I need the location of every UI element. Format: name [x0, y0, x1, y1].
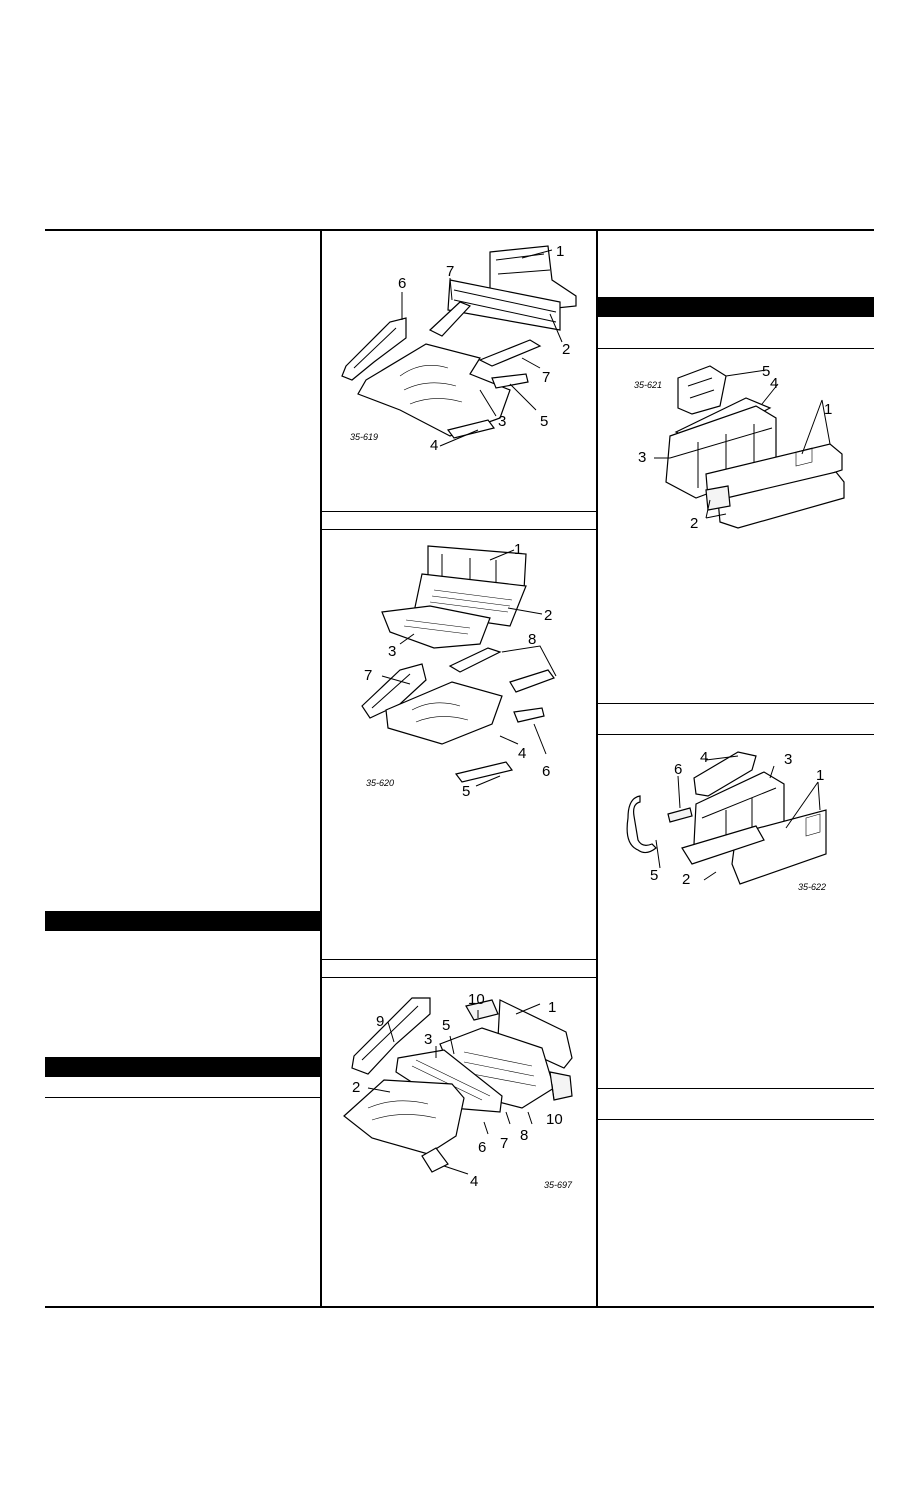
right-rule-3b — [598, 1119, 874, 1120]
part-2 — [344, 1080, 464, 1154]
callout-1: 1 — [548, 999, 556, 1016]
part-5 — [678, 366, 726, 414]
figure-35-622: 1 2 3 4 5 6 35-622 — [606, 744, 861, 914]
callout-8: 8 — [528, 631, 536, 648]
callout-1: 1 — [556, 243, 564, 260]
callout-5: 5 — [650, 867, 658, 884]
part-10-top — [466, 1000, 498, 1020]
middle-rule-2a — [321, 959, 596, 960]
figure-number: 35-619 — [350, 432, 378, 442]
callout-4: 4 — [518, 745, 526, 762]
callout-6: 6 — [398, 275, 406, 292]
callout-7a: 7 — [446, 263, 454, 280]
part-4 — [694, 752, 756, 796]
part-2 — [706, 486, 730, 510]
part-2 — [682, 826, 764, 864]
callout-6: 6 — [542, 763, 550, 780]
callout-10b: 10 — [546, 1111, 563, 1128]
right-rule-2b — [598, 734, 874, 735]
top-rule — [45, 229, 874, 231]
callout-4: 4 — [430, 437, 438, 454]
part-5 — [456, 762, 512, 782]
figure-number: 35-620 — [366, 778, 394, 788]
callout-2: 2 — [544, 607, 552, 624]
callout-10a: 10 — [468, 991, 485, 1008]
figure-number: 35-697 — [544, 1180, 573, 1190]
middle-rule-1b — [321, 529, 596, 530]
callout-2: 2 — [682, 871, 690, 888]
part-4 — [386, 682, 502, 744]
figure-35-621: 1 2 3 4 5 35-621 — [606, 358, 861, 538]
column-divider-left — [320, 229, 322, 1307]
middle-rule-2b — [321, 977, 596, 978]
figure-number: 35-621 — [634, 380, 662, 390]
callout-2: 2 — [562, 341, 570, 358]
callout-9: 9 — [376, 1013, 384, 1030]
callout-5: 5 — [540, 413, 548, 430]
part-7-right — [480, 340, 540, 366]
part-8-left — [450, 648, 500, 672]
callout-3: 3 — [424, 1031, 432, 1048]
part-6 — [668, 808, 692, 822]
callout-4: 4 — [470, 1173, 478, 1190]
callout-3: 3 — [498, 413, 506, 430]
part-7 — [362, 664, 426, 718]
bottom-rule — [45, 1306, 874, 1308]
figure-number: 35-622 — [798, 882, 826, 892]
part-4 — [422, 1148, 448, 1172]
callout-5: 5 — [442, 1017, 450, 1034]
figure-35-620: 1 2 3 4 5 6 7 8 35-620 — [330, 540, 585, 810]
part-6 — [514, 708, 544, 722]
callout-1: 1 — [514, 541, 522, 558]
column-divider-right — [596, 229, 598, 1307]
left-heading-bar-2 — [45, 1057, 320, 1077]
right-rule-3a — [598, 1088, 874, 1089]
middle-rule-1a — [321, 511, 596, 512]
callout-2: 2 — [352, 1079, 360, 1096]
right-heading-bar — [598, 297, 874, 317]
part-3 — [358, 344, 510, 436]
right-rule-2a — [598, 703, 874, 704]
part-3 — [396, 1050, 502, 1112]
figure-35-697: 1 2 3 4 5 6 7 8 9 10 10 35-697 — [332, 988, 587, 1198]
callout-1: 1 — [816, 767, 824, 784]
part-1-lower — [718, 472, 844, 528]
part-5 — [492, 374, 528, 388]
callout-6: 6 — [674, 761, 682, 778]
callout-3: 3 — [638, 449, 646, 466]
callout-7b: 7 — [542, 369, 550, 386]
callout-4: 4 — [770, 375, 778, 392]
part-5 — [627, 796, 656, 853]
part-1 — [498, 1000, 572, 1068]
left-heading-bar-1 — [45, 911, 320, 931]
part-9 — [352, 998, 430, 1074]
part-8-right — [510, 670, 554, 692]
callout-8: 8 — [520, 1127, 528, 1144]
left-section-rule — [45, 1097, 320, 1098]
callout-7: 7 — [500, 1135, 508, 1152]
callout-3: 3 — [784, 751, 792, 768]
part-4 — [448, 420, 494, 438]
part-7-left — [430, 302, 470, 336]
callout-1: 1 — [824, 401, 832, 418]
callout-7: 7 — [364, 667, 372, 684]
callout-5: 5 — [462, 783, 470, 800]
part-2 — [448, 280, 560, 330]
right-rule-1 — [598, 348, 874, 349]
callout-4: 4 — [700, 749, 708, 766]
callout-6: 6 — [478, 1139, 486, 1156]
callout-5: 5 — [762, 363, 770, 380]
figure-35-619: 1 2 3 4 5 6 7 7 35-619 — [330, 240, 585, 460]
callout-2: 2 — [690, 515, 698, 532]
callout-3: 3 — [388, 643, 396, 660]
part-1 — [732, 810, 826, 884]
